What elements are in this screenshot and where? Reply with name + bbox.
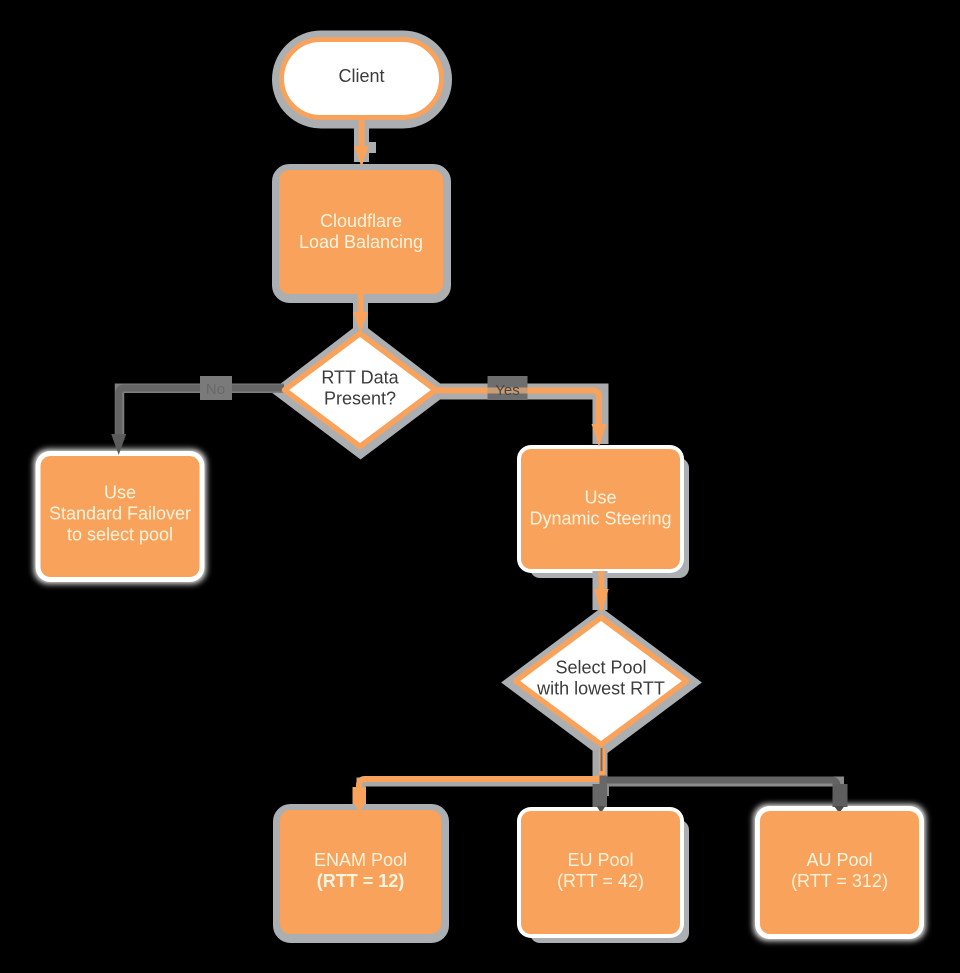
svg-text:RTT Data: RTT Data — [321, 367, 399, 387]
svg-text:Yes: Yes — [495, 382, 519, 399]
svg-text:(RTT = 312): (RTT = 312) — [791, 871, 888, 891]
svg-text:Load Balancing: Load Balancing — [299, 232, 423, 252]
svg-text:Dynamic Steering: Dynamic Steering — [529, 508, 671, 528]
svg-text:Present?: Present? — [324, 388, 396, 408]
svg-text:(RTT = 12): (RTT = 12) — [317, 871, 405, 891]
svg-text:Standard Failover: Standard Failover — [49, 504, 191, 524]
svg-text:Client: Client — [338, 66, 384, 86]
svg-text:ENAM Pool: ENAM Pool — [314, 850, 407, 870]
svg-text:with lowest RTT: with lowest RTT — [536, 679, 665, 699]
svg-text:(RTT = 42): (RTT = 42) — [557, 871, 644, 891]
svg-text:No: No — [206, 381, 225, 398]
svg-text:Use: Use — [584, 487, 616, 507]
svg-text:to select pool: to select pool — [67, 525, 173, 545]
svg-text:EU Pool: EU Pool — [567, 850, 633, 870]
svg-text:AU Pool: AU Pool — [806, 850, 872, 870]
svg-text:Use: Use — [104, 483, 136, 503]
svg-text:Select Pool: Select Pool — [555, 658, 646, 678]
svg-text:Cloudflare: Cloudflare — [320, 211, 402, 231]
